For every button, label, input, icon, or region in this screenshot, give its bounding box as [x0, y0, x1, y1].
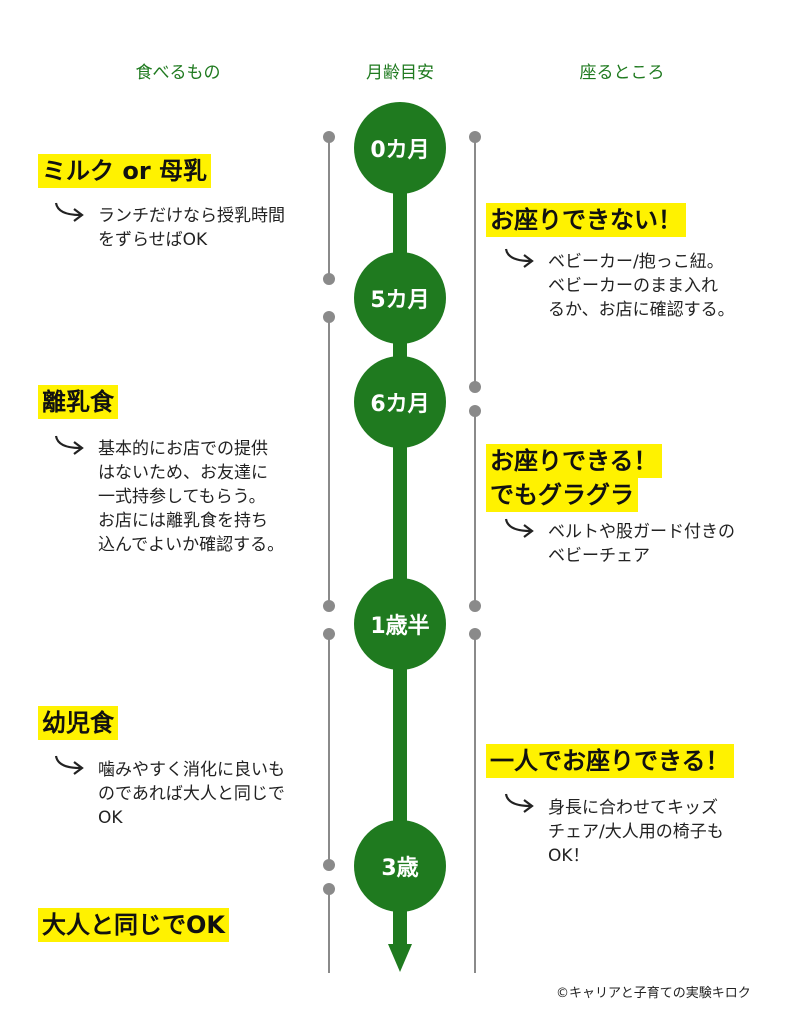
food-range-dot [323, 628, 335, 640]
age-node-18m: 1歳半 [354, 578, 446, 670]
seat-title-wobbly-line1: お座りできる！ [486, 444, 662, 478]
age-node-6m: 6カ月 [354, 356, 446, 448]
header-food: 食べるもの [135, 63, 221, 83]
age-node-5m: 5カ月 [354, 252, 446, 344]
copyright-credit: ©キャリアと子育ての実験キロク [556, 986, 751, 1001]
food-title-toddler-food: 幼児食 [38, 706, 118, 740]
seat-range-line-wobbly [474, 411, 476, 606]
seat-range-line-no-sitting [474, 137, 476, 387]
timeline-arrow-icon [388, 944, 412, 972]
curved-arrow-icon [54, 202, 84, 222]
seat-range-dot [469, 381, 481, 393]
seat-note-no-sitting: ベビーカー/抱っこ紐。ベビーカーのまま入れるか、お店に確認する。 [548, 252, 735, 320]
food-range-line-milk [328, 137, 330, 279]
food-note-milk: ランチだけなら授乳時間をずらせばOK [98, 206, 285, 250]
age-node-0m: 0カ月 [354, 102, 446, 194]
seat-note-wobbly: ベルトや股ガード付きのベビーチェア [548, 522, 735, 566]
seat-range-dot [469, 131, 481, 143]
food-title-baby-food: 離乳食 [38, 385, 118, 419]
curved-arrow-icon [504, 518, 534, 538]
seat-range-dot [469, 405, 481, 417]
timeline-bar [393, 150, 407, 950]
curved-arrow-icon [54, 755, 84, 775]
seat-range-dot [469, 628, 481, 640]
food-range-line-baby-food [328, 317, 330, 606]
header-age: 月齢目安 [366, 63, 434, 83]
food-title-adult-food: 大人と同じでOK [38, 908, 229, 942]
age-node-3y: 3歳 [354, 820, 446, 912]
seat-title-wobbly-line2: でもグラグラ [486, 478, 638, 512]
seat-title-independent: 一人でお座りできる！ [486, 744, 734, 778]
food-range-dot [323, 859, 335, 871]
curved-arrow-icon [504, 248, 534, 268]
food-range-dot [323, 311, 335, 323]
header-seat: 座るところ [579, 63, 665, 83]
food-range-dot [323, 273, 335, 285]
food-range-dot [323, 600, 335, 612]
food-range-dot [323, 883, 335, 895]
food-range-line-adult-food [328, 889, 330, 973]
seat-range-dot [469, 600, 481, 612]
seat-range-line-independent [474, 634, 476, 973]
seat-title-no-sitting: お座りできない！ [486, 203, 686, 237]
food-range-line-toddler-food [328, 634, 330, 865]
food-note-baby-food: 基本的にお店での提供はないため、お友達に一式持参してもらう。お店には離乳食を持ち… [98, 439, 285, 555]
curved-arrow-icon [504, 793, 534, 813]
food-range-dot [323, 131, 335, 143]
curved-arrow-icon [54, 435, 84, 455]
food-title-milk: ミルク or 母乳 [38, 154, 212, 188]
